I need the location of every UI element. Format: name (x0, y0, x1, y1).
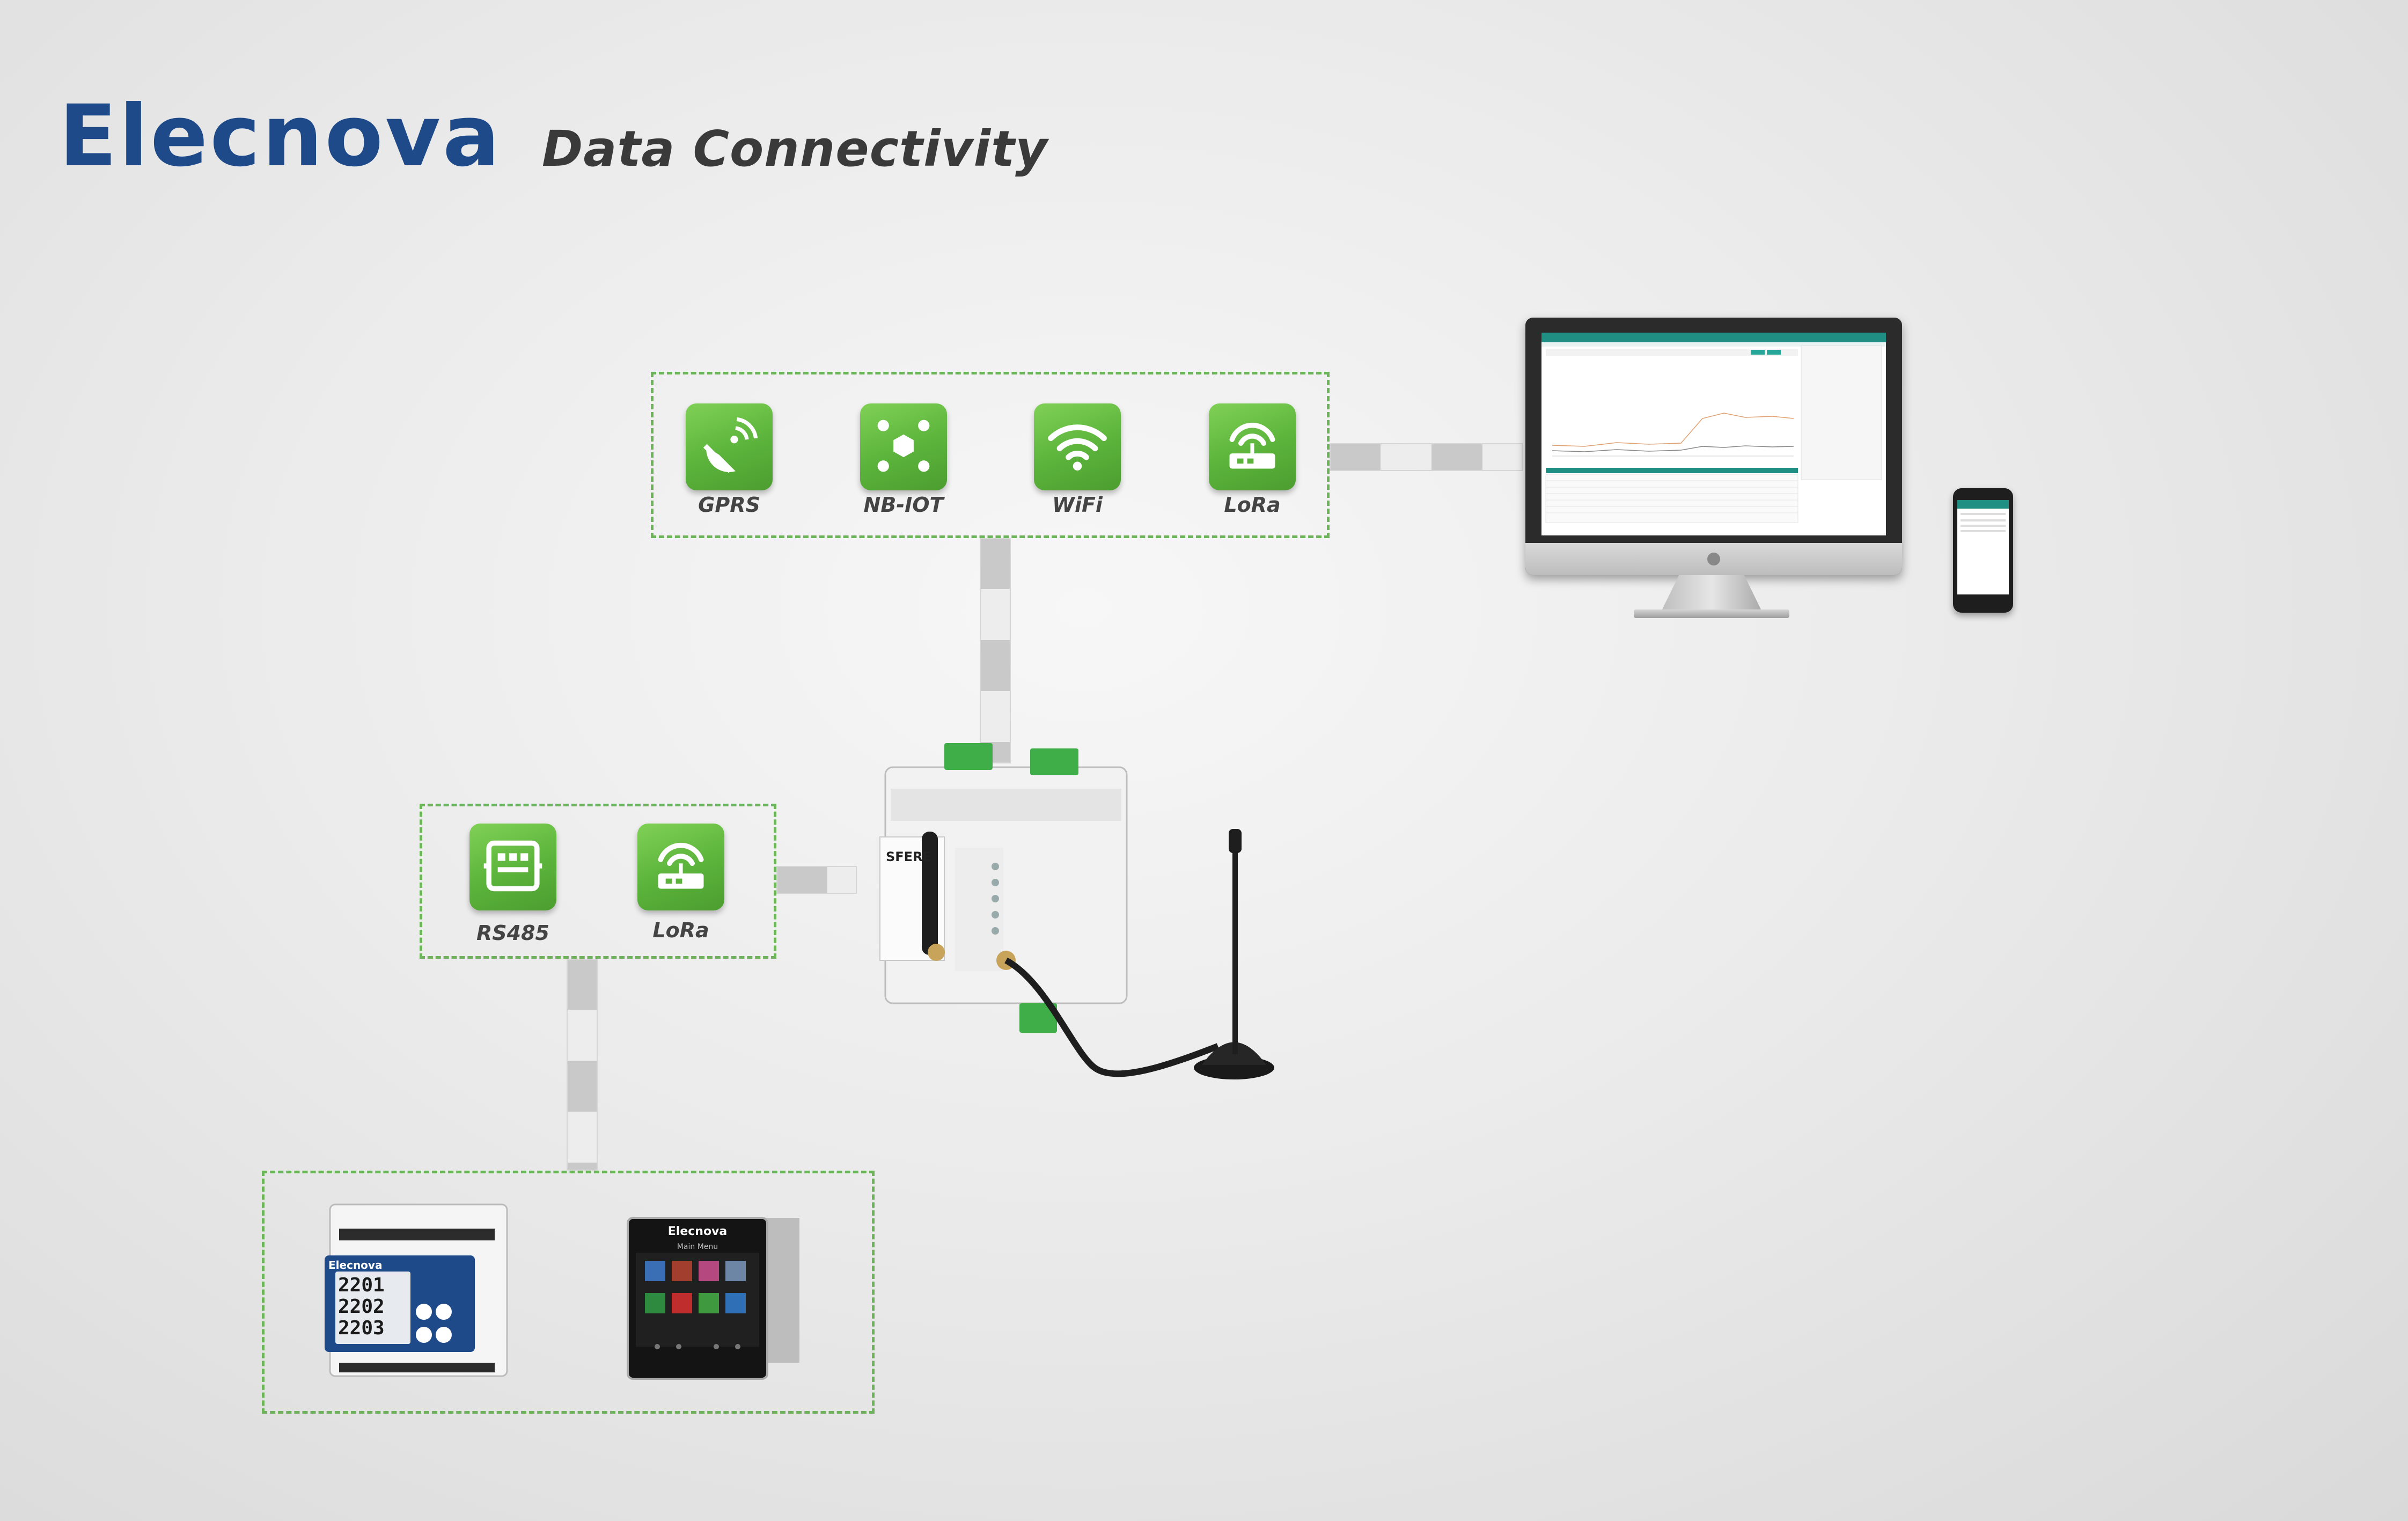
tile-lora (637, 824, 724, 910)
monitor-stand-base (1634, 609, 1789, 618)
tile-label: GPRS (698, 493, 760, 517)
connector-top-to-gateway (980, 538, 1011, 763)
terminal-block (944, 743, 993, 770)
nb-iot-network-icon (872, 414, 935, 480)
lora-router-icon (1221, 414, 1284, 480)
short-antenna-icon (922, 832, 938, 955)
long-antenna-icon (1232, 829, 1238, 1054)
tile-lora (1209, 403, 1296, 490)
tile-gprs (686, 403, 773, 490)
monitor-display (1525, 318, 1902, 575)
tile-label: WiFi (1052, 493, 1103, 517)
elecnova-logo: Elecnova (59, 87, 502, 186)
tile-wifi (1034, 403, 1121, 490)
gateway-brand-label: SFERE (886, 849, 931, 864)
lcd-reading-2: 2202 (338, 1296, 385, 1318)
monitor-stand-neck (1661, 575, 1763, 613)
tile-rs485 (469, 824, 556, 910)
lcd-power-meter (325, 1203, 508, 1377)
touch-meter-menu-title: Main Menu (677, 1243, 718, 1251)
touch-meter-brand-label: Elecnova (667, 1225, 728, 1238)
tile-label: NB-IOT (863, 493, 944, 517)
wifi-icon (1046, 414, 1109, 480)
tile-nb-iot (860, 403, 947, 490)
dashboard-screenshot (1541, 333, 1886, 523)
lcd-reading-1: 2201 (338, 1274, 385, 1296)
connector-left-to-meters (567, 959, 598, 1171)
bottom-meters-group (262, 1171, 875, 1414)
page-title: Data Connectivity (542, 120, 1048, 178)
monitor-chin (1525, 543, 1902, 575)
gateway-device (879, 743, 1274, 1079)
lcd-reading-3: 2203 (338, 1317, 385, 1339)
left-field-group (420, 804, 776, 959)
connector-top-to-monitor (1330, 443, 1523, 471)
touch-screen-meter (627, 1217, 799, 1380)
lcd-meter-brand-label: Elecnova (328, 1259, 383, 1272)
connector-left-to-gateway (776, 866, 857, 894)
tile-label: LoRa (1224, 493, 1281, 517)
rs485-connector-icon (481, 834, 545, 900)
tile-label: LoRa (652, 919, 709, 942)
lora-router-icon (649, 834, 713, 900)
satellite-dish-icon (698, 414, 761, 480)
mobile-phone (1953, 488, 2013, 613)
top-wireless-group (651, 372, 1330, 538)
monitor-screen (1541, 333, 1886, 535)
phone-screen (1957, 500, 2009, 594)
tile-label: RS485 (476, 921, 549, 945)
